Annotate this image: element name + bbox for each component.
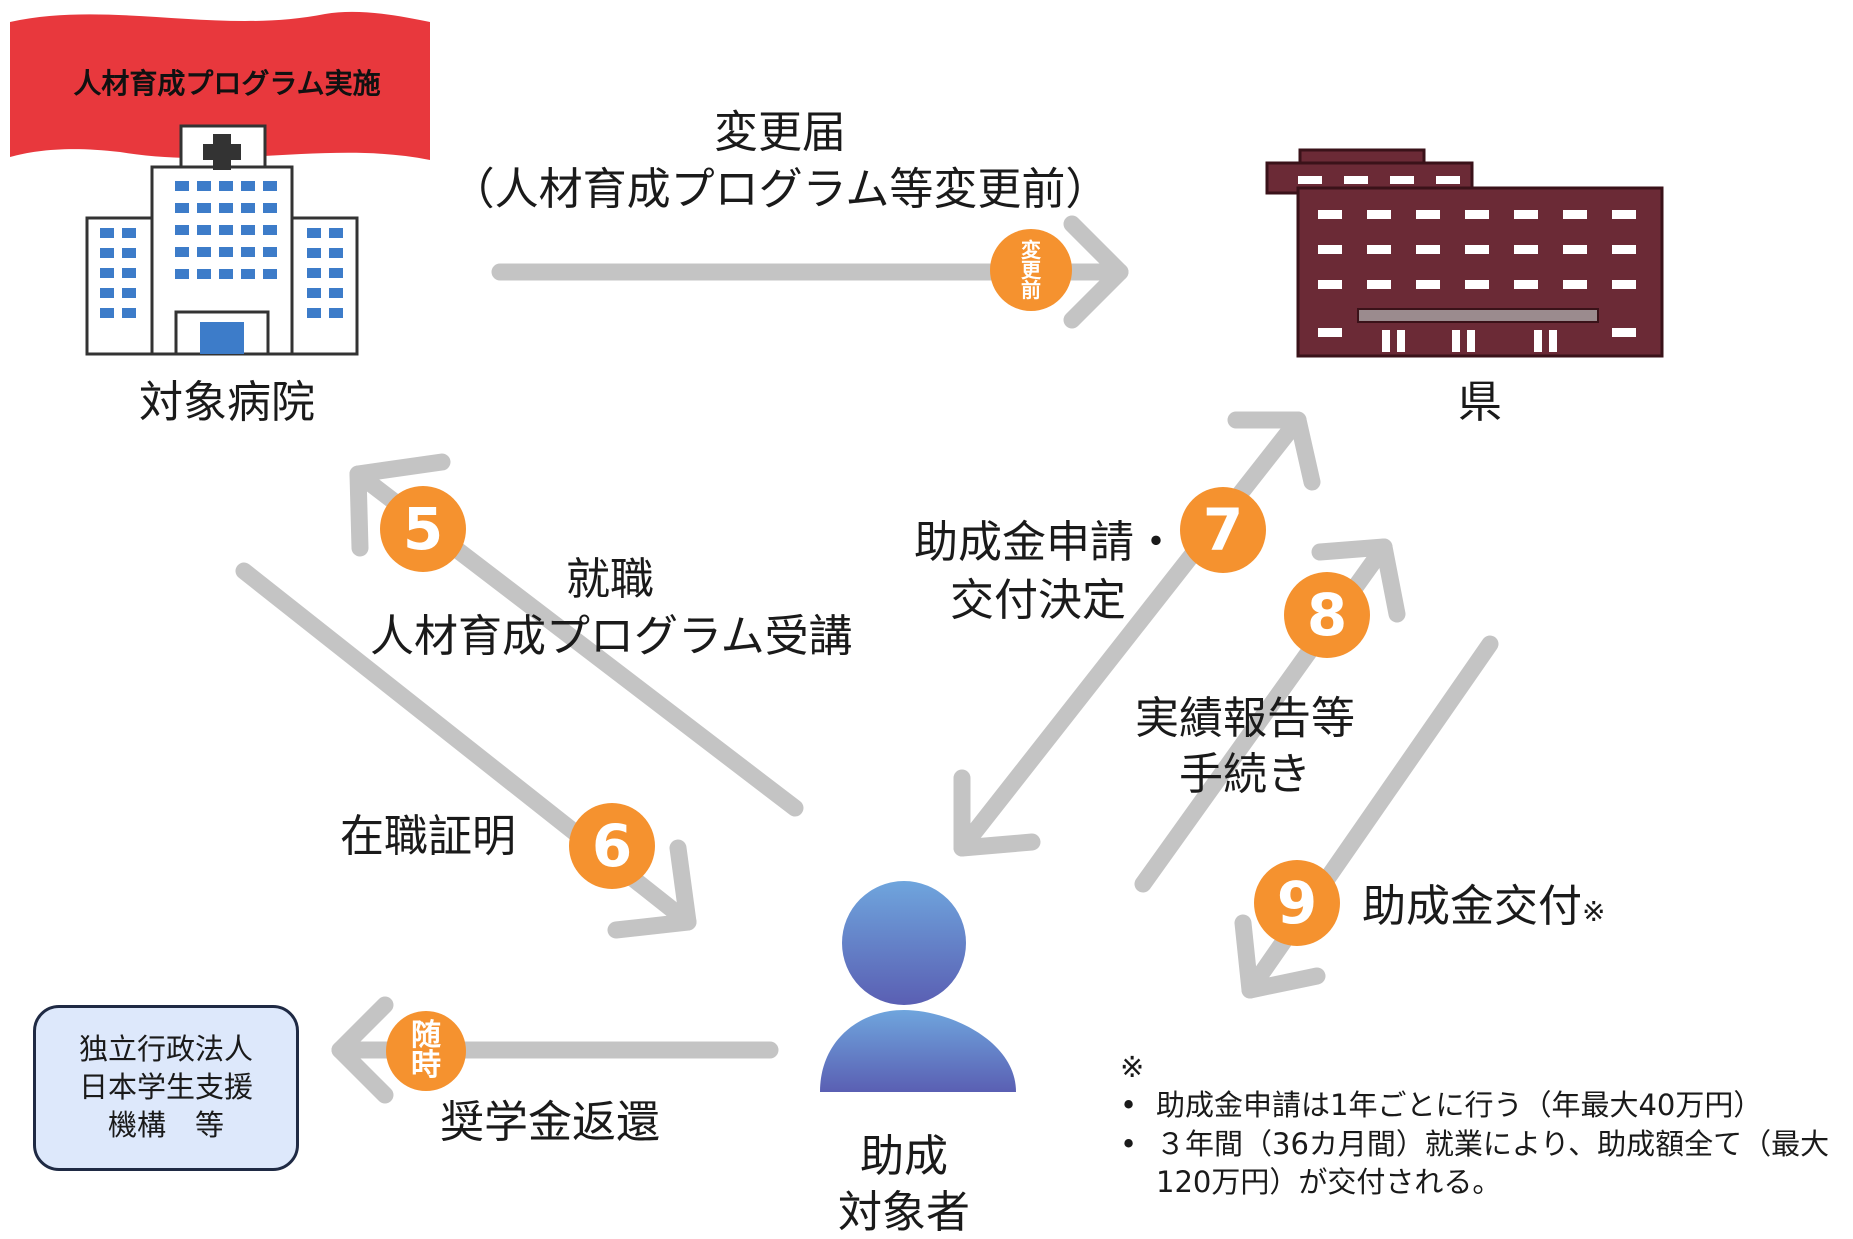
step8-label-line2: 手続き — [1179, 749, 1311, 800]
person-icon — [820, 881, 1016, 1092]
step9-label: 助成金交付※ — [1362, 881, 1606, 933]
hospital-label: 対象病院 — [139, 377, 315, 428]
hospital-building-icon — [85, 124, 359, 356]
prefecture-label: 県 — [1458, 377, 1502, 428]
badge-char: 変 — [1021, 238, 1041, 262]
badge-anytime: 随 時 — [386, 1011, 466, 1091]
person-label-line2: 対象者 — [838, 1187, 970, 1238]
bullet: • — [1120, 1088, 1138, 1123]
banner-text: 人材育成プログラム実施 — [73, 67, 381, 100]
note-item-continuation: 120万円）が交付される。 — [1120, 1163, 1829, 1201]
step6-label: 在職証明 — [340, 811, 516, 862]
repayment-label: 奨学金返還 — [440, 1097, 660, 1148]
bullet: • — [1120, 1126, 1138, 1161]
step9-label-text: 助成金交付 — [1362, 881, 1582, 932]
step6-number-badge: 6 — [569, 803, 655, 889]
step7-number-badge: 7 — [1180, 487, 1266, 573]
step5-label-line2: 人材育成プログラム受講 — [370, 611, 853, 662]
step8-label-line1: 実績報告等 — [1135, 693, 1355, 744]
notes-mark: ※ — [1120, 1050, 1145, 1084]
note-item: • ３年間（36カ月間）就業により、助成額全て（最大 — [1120, 1125, 1829, 1163]
step5-label-line1: 就職 — [566, 554, 654, 605]
bullet-spacer — [1120, 1163, 1156, 1201]
step7-label-line1: 助成金申請・ — [914, 517, 1178, 568]
notes-block: ※ • 助成金申請は1年ごとに行う（年最大40万円） • ３年間（36カ月間）就… — [1120, 1048, 1829, 1201]
hospital-cross-icon — [203, 134, 241, 170]
change-notice-subtitle: （人材育成プログラム等変更前） — [450, 164, 1110, 215]
banner-flag — [10, 11, 430, 160]
hospital-windows — [100, 181, 343, 354]
person-label-line1: 助成 — [860, 1131, 948, 1182]
organization-box: 独立行政法人 日本学生支援 機構 等 — [33, 1005, 299, 1171]
badge-char: 更 — [1021, 258, 1041, 282]
organization-line3: 機構 等 — [107, 1107, 224, 1142]
note-item: • 助成金申請は1年ごとに行う（年最大40万円） — [1120, 1086, 1829, 1124]
note-text: ３年間（36カ月間）就業により、助成額全て（最大 — [1156, 1126, 1830, 1161]
note-text: 120万円）が交付される。 — [1156, 1164, 1502, 1199]
step9-number-badge: 9 — [1254, 860, 1340, 946]
organization-line1: 独立行政法人 — [78, 1032, 253, 1067]
step9-note-mark: ※ — [1582, 895, 1606, 928]
step7-label-line2: 交付決定 — [950, 575, 1126, 626]
badge-char: 前 — [1021, 278, 1041, 302]
change-notice-title: 変更届 — [714, 107, 846, 158]
badge-before-change: 変 更 前 — [990, 229, 1072, 311]
badge-char: 時 — [411, 1048, 441, 1083]
step8-number-badge: 8 — [1284, 572, 1370, 658]
prefecture-building-icon — [1265, 148, 1664, 358]
organization-line2: 日本学生支援 — [78, 1070, 253, 1105]
note-text: 助成金申請は1年ごとに行う（年最大40万円） — [1156, 1088, 1763, 1123]
badge-char: 随 — [411, 1018, 441, 1053]
step5-number-badge: 5 — [380, 486, 466, 572]
